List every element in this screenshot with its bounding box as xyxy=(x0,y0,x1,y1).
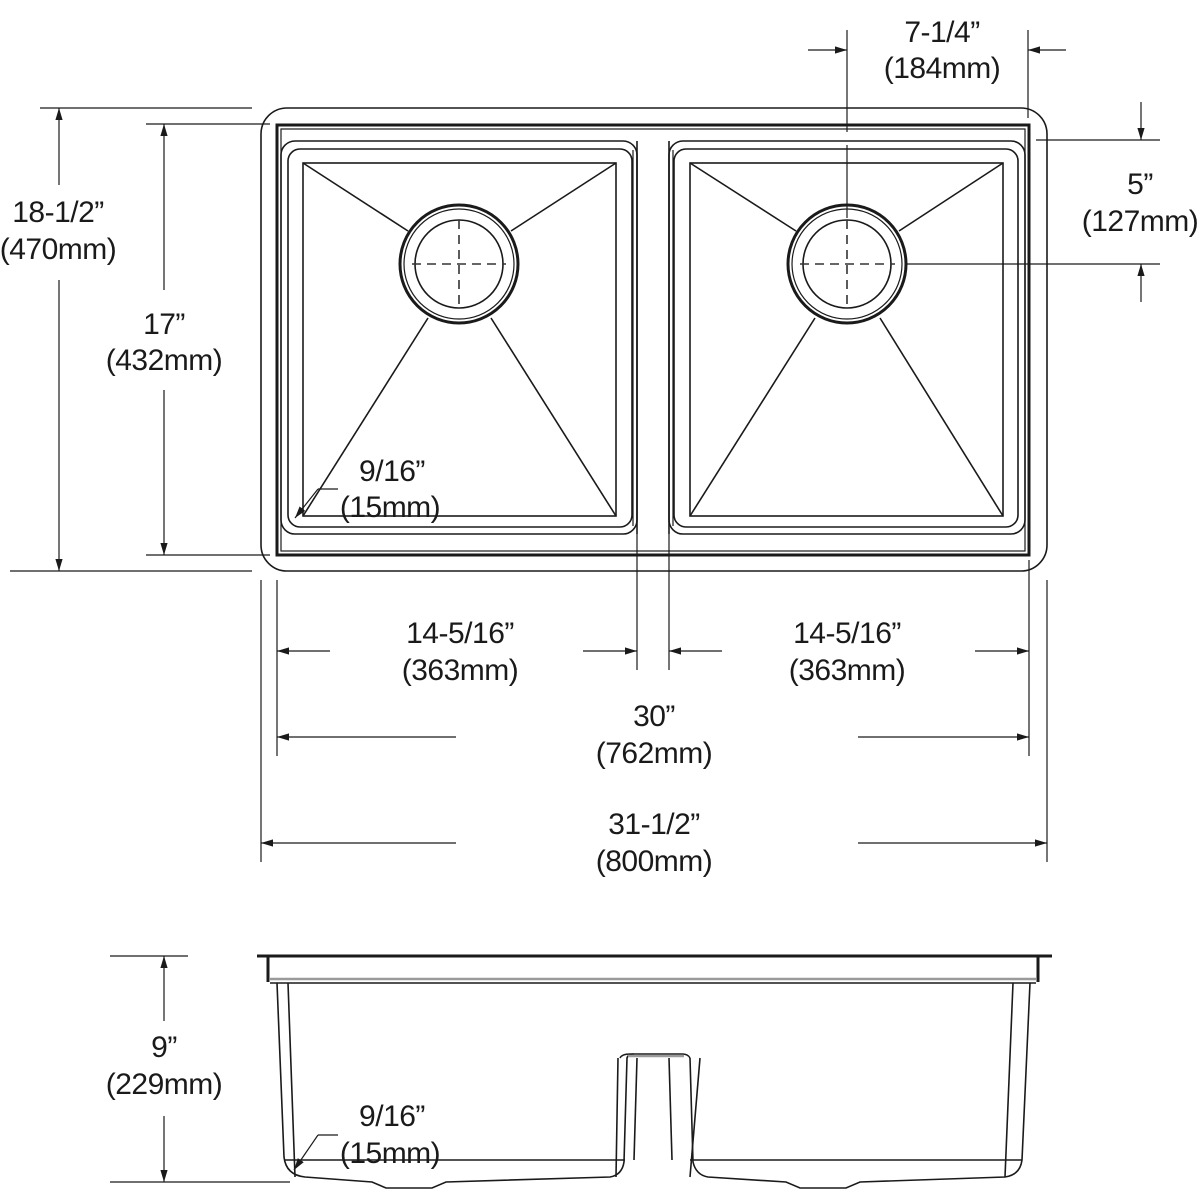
front-view: 9” (229mm) 9/16” (15mm) xyxy=(106,954,1052,1189)
front-divider xyxy=(619,1053,691,1059)
dim-corner-radius-imperial: 9/16” xyxy=(359,455,425,488)
dim-right-bowl-width-metric: (363mm) xyxy=(789,654,906,687)
dim-right-bowl-width: 14-5/16” (363mm) xyxy=(669,617,1029,687)
dim-left-bowl-width-metric: (363mm) xyxy=(402,654,519,687)
left-bowl-floor xyxy=(302,162,617,517)
front-right-bowl xyxy=(689,982,1031,1189)
dim-left-bowl-width-imperial: 14-5/16” xyxy=(406,617,514,650)
dim-overall-width: 31-1/2” (800mm) xyxy=(261,808,1047,878)
dim-corner-radius-metric: (15mm) xyxy=(340,491,440,524)
dim-inside-width-imperial: 30” xyxy=(633,700,675,733)
left-bowl xyxy=(280,140,638,535)
dim-bowl-depth-imperial: 17” xyxy=(143,308,185,341)
dim-bottom-corner-radius-metric: (15mm) xyxy=(340,1137,440,1170)
dim-overall-depth-imperial: 18-1/2” xyxy=(12,196,104,229)
dim-drain-offset-back: 5” (127mm) xyxy=(906,102,1199,302)
left-bowl-ledge xyxy=(280,140,638,535)
dim-overall-depth: 18-1/2” (470mm) xyxy=(0,107,252,572)
dim-drain-offset-side-imperial: 7-1/4” xyxy=(904,16,979,49)
dim-drain-offset-back-metric: (127mm) xyxy=(1082,205,1199,238)
sink-rim xyxy=(275,123,1031,557)
dim-corner-radius: 9/16” (15mm) xyxy=(294,455,441,524)
dim-bowl-height-metric: (229mm) xyxy=(106,1068,223,1101)
dim-right-bowl-width-imperial: 14-5/16” xyxy=(793,617,901,650)
dim-overall-depth-metric: (470mm) xyxy=(0,233,116,266)
dim-bowl-height: 9” (229mm) xyxy=(106,955,290,1183)
dim-overall-width-imperial: 31-1/2” xyxy=(608,808,700,841)
dim-bottom-corner-radius: 9/16” (15mm) xyxy=(293,1100,441,1171)
dim-bowl-depth: 17” (432mm) xyxy=(106,123,270,556)
right-bowl-ledge xyxy=(668,140,1026,535)
left-drain-icon xyxy=(398,203,520,325)
right-drain-icon xyxy=(786,203,908,325)
dim-drain-offset-side: 7-1/4” (184mm) xyxy=(808,16,1066,218)
dim-drain-offset-back-imperial: 5” xyxy=(1127,168,1153,201)
dim-bowl-depth-metric: (432mm) xyxy=(106,344,223,377)
dim-inside-width: 30” (762mm) xyxy=(277,700,1029,770)
sink-flange-outline xyxy=(260,107,1048,572)
right-bowl xyxy=(668,140,1026,535)
width-extension-lines xyxy=(260,534,1048,862)
top-view: 18-1/2” (470mm) 17” (432mm) 7-1/4” (184m… xyxy=(0,16,1199,878)
dim-drain-offset-side-metric: (184mm) xyxy=(884,52,1001,85)
dim-bottom-corner-radius-imperial: 9/16” xyxy=(359,1100,425,1133)
dim-inside-width-metric: (762mm) xyxy=(596,737,713,770)
right-bowl-ledge-inner xyxy=(673,148,1019,528)
dim-left-bowl-width: 14-5/16” (363mm) xyxy=(277,617,637,687)
dim-bowl-height-imperial: 9” xyxy=(151,1031,177,1064)
bowl-divider xyxy=(632,141,674,534)
dim-overall-width-metric: (800mm) xyxy=(596,845,713,878)
front-left-bowl xyxy=(276,982,635,1189)
left-bowl-ledge-inner xyxy=(287,148,633,528)
